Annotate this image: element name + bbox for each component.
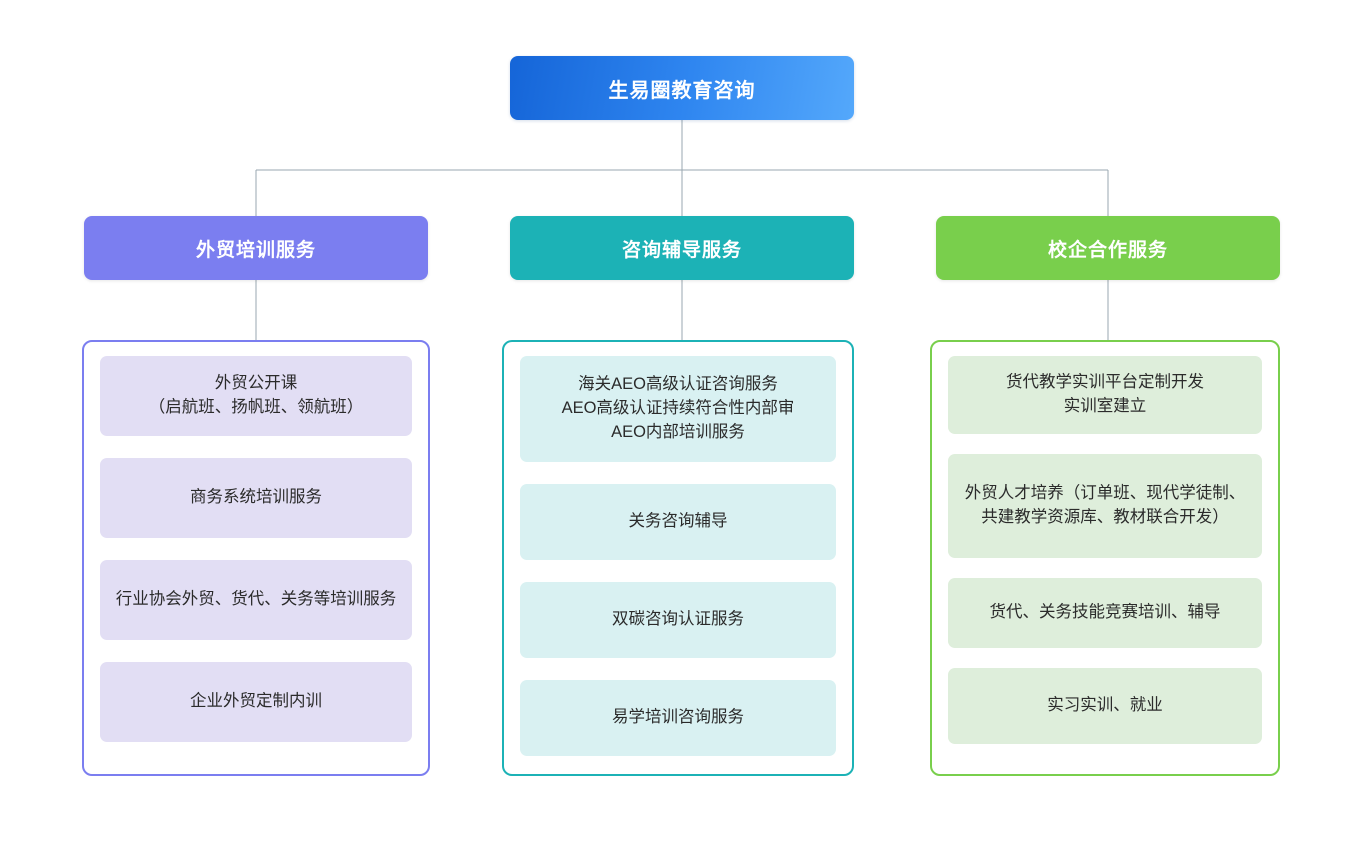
leaf-item[interactable]: 关务咨询辅导 (520, 484, 836, 560)
leaf-item[interactable]: 外贸人才培养（订单班、现代学徒制、共建教学资源库、教材联合开发） (948, 454, 1262, 558)
branch-container-waimao-peixun: 外贸公开课 （启航班、扬帆班、领航班） 商务系统培训服务 行业协会外贸、货代、关… (82, 340, 430, 776)
leaf-item[interactable]: 企业外贸定制内训 (100, 662, 412, 742)
leaf-item[interactable]: 外贸公开课 （启航班、扬帆班、领航班） (100, 356, 412, 436)
leaf-item[interactable]: 货代教学实训平台定制开发 实训室建立 (948, 356, 1262, 434)
leaf-item[interactable]: 行业协会外贸、货代、关务等培训服务 (100, 560, 412, 640)
branch-header-zixun-fudao[interactable]: 咨询辅导服务 (510, 216, 854, 280)
branch-header-label: 咨询辅导服务 (621, 239, 742, 261)
root-node[interactable]: 生易圈教育咨询 (510, 56, 854, 120)
leaf-item[interactable]: 商务系统培训服务 (100, 458, 412, 538)
branch-header-label: 外贸培训服务 (195, 239, 316, 261)
branch-container-zixun-fudao: 海关AEO高级认证咨询服务 AEO高级认证持续符合性内部审 AEO内部培训服务 … (502, 340, 854, 776)
leaf-item[interactable]: 实习实训、就业 (948, 668, 1262, 744)
branch-header-xiaoqi-hezuo[interactable]: 校企合作服务 (936, 216, 1280, 280)
branch-container-xiaoqi-hezuo: 货代教学实训平台定制开发 实训室建立 外贸人才培养（订单班、现代学徒制、共建教学… (930, 340, 1280, 776)
leaf-item[interactable]: 双碳咨询认证服务 (520, 582, 836, 658)
leaf-item[interactable]: 货代、关务技能竞赛培训、辅导 (948, 578, 1262, 648)
leaf-item[interactable]: 海关AEO高级认证咨询服务 AEO高级认证持续符合性内部审 AEO内部培训服务 (520, 356, 836, 462)
leaf-item[interactable]: 易学培训咨询服务 (520, 680, 836, 756)
branch-header-waimao-peixun[interactable]: 外贸培训服务 (84, 216, 428, 280)
root-node-label: 生易圈教育咨询 (608, 79, 756, 102)
branch-header-label: 校企合作服务 (1047, 239, 1168, 261)
